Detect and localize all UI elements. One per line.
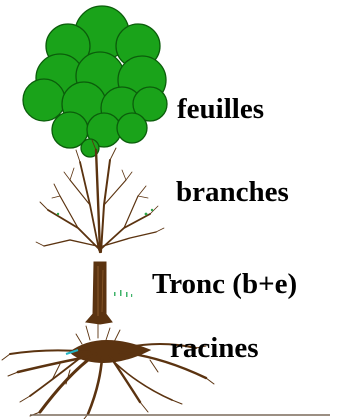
branches (36, 140, 164, 252)
trunk (86, 262, 112, 324)
label-feuilles: feuilles (177, 95, 264, 124)
label-racines: racines (170, 334, 259, 363)
foliage (23, 6, 167, 157)
branch-buds (57, 209, 153, 216)
label-branches: branches (176, 178, 289, 207)
label-tronc: Tronc (b+e) (152, 270, 297, 299)
trunk-grass (114, 290, 132, 297)
